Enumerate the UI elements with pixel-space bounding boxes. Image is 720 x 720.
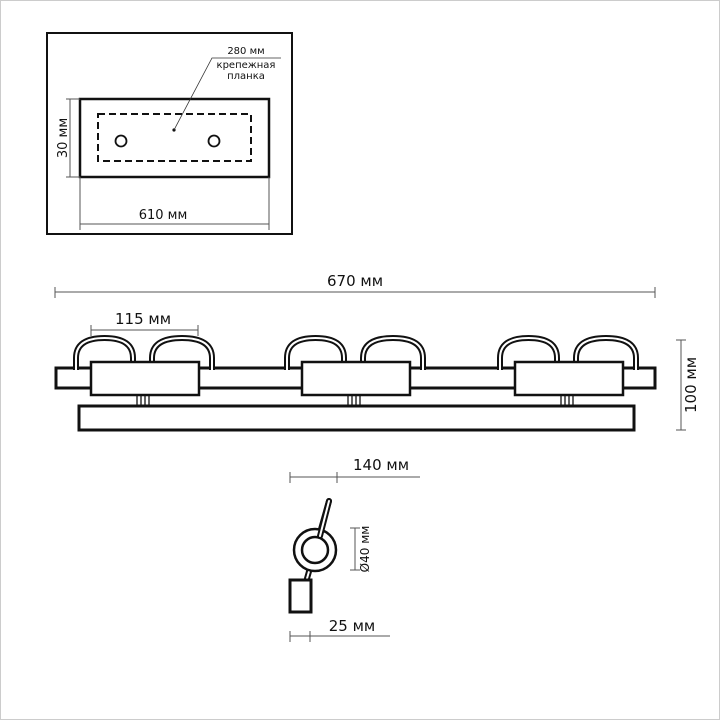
plate-label-2: планка <box>227 71 265 82</box>
mount-hole <box>207 134 221 148</box>
plate-label-1: крепежная <box>217 60 276 71</box>
leader-line <box>173 57 281 131</box>
side-view: 140 мм Ø40 мм 25 мм <box>288 456 420 642</box>
total-length-label: 670 мм <box>327 272 383 290</box>
mounting-plate-outline <box>97 113 252 162</box>
plate-dim-label: 280 мм <box>227 46 264 57</box>
spot-unit <box>73 334 215 406</box>
width-dim-label: 610 мм <box>139 208 188 223</box>
depth-label: 140 мм <box>353 456 409 474</box>
height-dim-label: 30 мм <box>56 118 71 158</box>
lamp-head <box>300 535 330 565</box>
base-block <box>288 578 313 614</box>
mounting-inset: 280 мм крепежная планка 30 мм 610 мм <box>46 32 293 235</box>
base-label: 25 мм <box>329 617 376 635</box>
mount-hole <box>114 134 128 148</box>
inset-frame <box>46 32 293 235</box>
height-label: 100 мм <box>682 357 700 413</box>
diameter-label: Ø40 мм <box>358 526 372 573</box>
wall-bar <box>77 404 636 432</box>
front-view: 670 мм 115 мм 100 мм <box>54 272 700 432</box>
spot-unit <box>497 334 639 406</box>
spot-housing <box>300 360 412 397</box>
spot-housing <box>513 360 625 397</box>
spot-housing <box>89 360 201 397</box>
arc-spacing-label: 115 мм <box>115 310 171 328</box>
spot-unit <box>284 334 426 406</box>
base-outline <box>78 97 271 179</box>
